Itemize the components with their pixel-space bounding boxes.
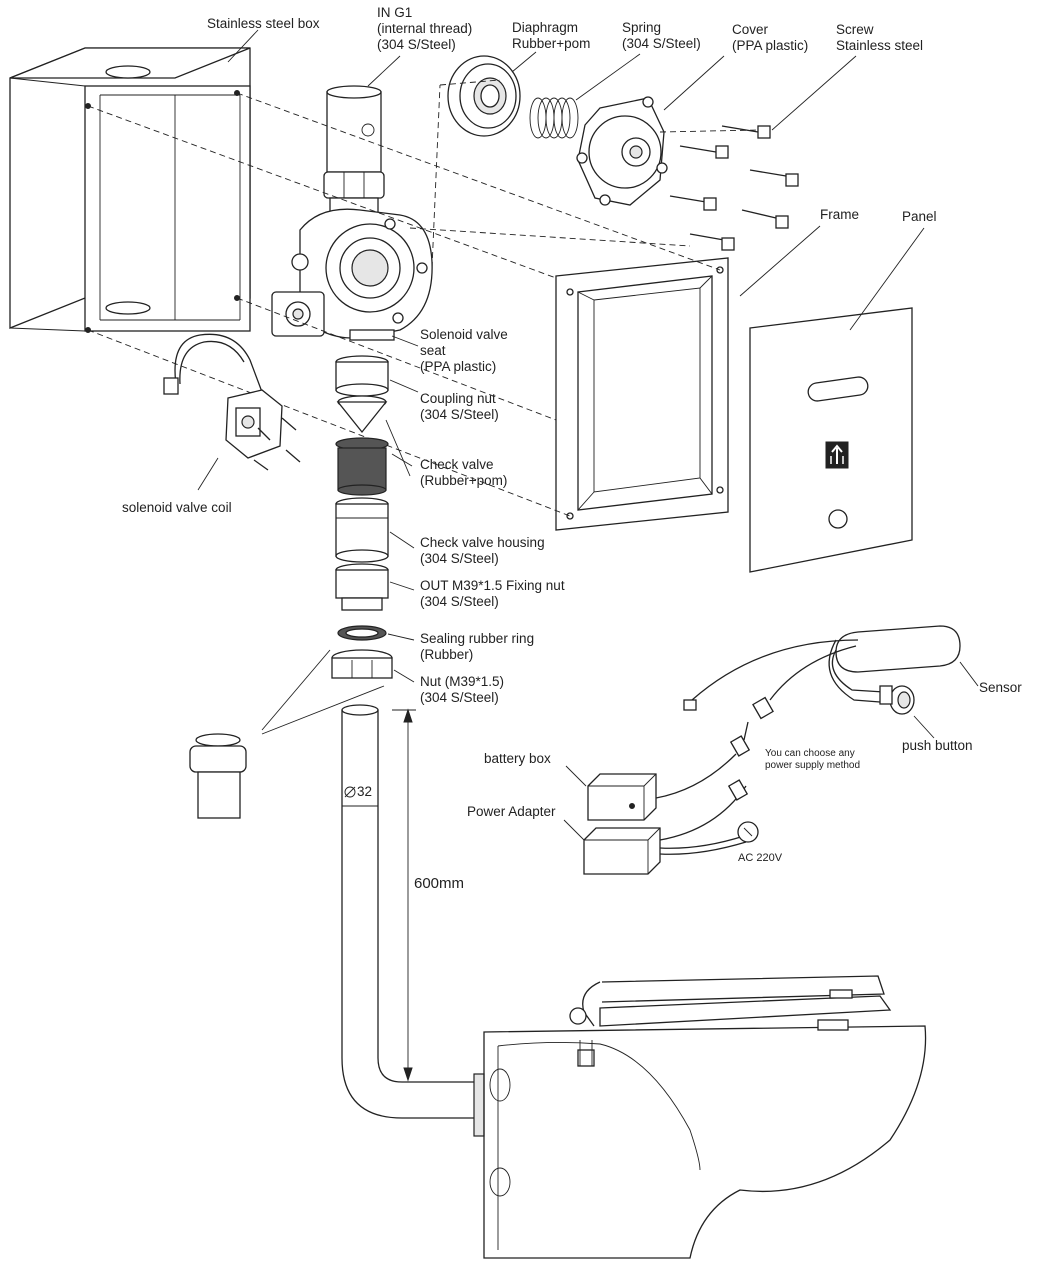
label-sealing-ring: Sealing rubber ring (Rubber) <box>420 631 534 663</box>
label-sealing-ring-line: Sealing rubber ring <box>420 631 535 646</box>
label-solenoid-seat: Solenoid valve seat (PPA plastic) <box>420 327 508 375</box>
label-screw-line: Stainless steel <box>836 38 924 53</box>
solenoid-coil <box>163 333 301 471</box>
frame <box>555 257 729 531</box>
label-inlet-line: IN G1 <box>377 5 413 20</box>
label-coupling-nut-line: Coupling nut <box>420 391 496 406</box>
label-power-note: You can choose any power supply method <box>765 748 860 772</box>
wiring <box>655 639 859 855</box>
label-screw: Screw Stainless steel <box>836 22 923 54</box>
label-frame: Frame <box>820 207 860 222</box>
label-solenoid-seat-line: Solenoid valve <box>420 327 508 342</box>
label-power-note-line: You can choose any <box>765 748 855 759</box>
fixing-nut <box>335 563 389 611</box>
label-battery-box: battery box <box>484 751 551 766</box>
label-spring-line: Spring <box>622 20 662 35</box>
label-diaphragm: Diaphragm Rubber+pom <box>512 20 590 52</box>
label-fixing-nut-line: OUT M39*1.5 Fixing nut <box>420 578 565 593</box>
check-valve-housing <box>335 497 389 563</box>
label-spring-line: (304 S/Steel) <box>622 36 701 51</box>
label-diaphragm-line: Rubber+pom <box>512 36 591 51</box>
label-pipe-diameter: 32 <box>357 784 373 799</box>
label-nut-line: (304 S/Steel) <box>420 690 499 705</box>
flush-pipe <box>341 704 476 1119</box>
label-sensor: Sensor <box>979 680 1022 695</box>
label-check-valve: Check valve (Rubber+pom) <box>420 457 507 489</box>
panel <box>749 307 913 573</box>
label-coupling-nut: Coupling nut (304 S/Steel) <box>420 391 499 423</box>
label-check-valve-line: Check valve <box>420 457 494 472</box>
sealing-ring <box>337 625 387 641</box>
label-check-housing-line: Check valve housing <box>420 535 545 550</box>
screws <box>669 125 799 251</box>
label-inlet-line: (304 S/Steel) <box>377 37 456 52</box>
label-pipe-length: 600mm <box>414 875 465 892</box>
label-cover-line: (PPA plastic) <box>732 38 809 53</box>
label-spring: Spring (304 S/Steel) <box>622 20 701 52</box>
label-sealing-ring-line: (Rubber) <box>420 647 474 662</box>
label-coupling-nut-line: (304 S/Steel) <box>420 407 499 422</box>
label-cover: Cover (PPA plastic) <box>732 22 808 54</box>
leader-lines <box>197 29 979 841</box>
label-diaphragm-line: Diaphragm <box>512 20 579 35</box>
label-check-valve-line: (Rubber+pom) <box>420 473 508 488</box>
label-nut-line: Nut (M39*1.5) <box>420 674 505 689</box>
solenoid-valve-seat <box>271 197 433 341</box>
label-solenoid-seat-line: (PPA plastic) <box>420 359 497 374</box>
label-fixing-nut-line: (304 S/Steel) <box>420 594 499 609</box>
label-solenoid-seat-line: seat <box>420 343 446 358</box>
diaphragm <box>447 55 521 137</box>
wall-hung-toilet <box>473 975 927 1259</box>
battery-box <box>587 773 657 821</box>
label-cover-line: Cover <box>732 22 769 37</box>
inlet-fitting <box>323 85 385 199</box>
assembly-lines <box>87 79 759 517</box>
nut <box>331 649 393 679</box>
label-power-adapter: Power Adapter <box>467 804 556 819</box>
flush-arrow-icon <box>830 444 844 464</box>
label-push-button: push button <box>902 738 973 753</box>
label-screw-line: Screw <box>836 22 874 37</box>
diameter-icon <box>344 786 356 798</box>
stainless-steel-box <box>9 47 251 333</box>
label-ac-220v: AC 220V <box>738 852 783 864</box>
label-stainless-steel-box: Stainless steel box <box>207 16 320 31</box>
coupling-nut <box>335 355 389 397</box>
label-inlet-line: (internal thread) <box>377 21 473 36</box>
spring <box>529 97 579 139</box>
power-adapter <box>583 827 661 875</box>
label-check-housing: Check valve housing (304 S/Steel) <box>420 535 545 567</box>
label-panel: Panel <box>902 209 937 224</box>
sensor <box>828 625 961 715</box>
label-inlet: IN G1 (internal thread) (304 S/Steel) <box>377 5 472 53</box>
label-fixing-nut: OUT M39*1.5 Fixing nut (304 S/Steel) <box>420 578 565 610</box>
label-solenoid-coil: solenoid valve coil <box>122 500 232 515</box>
label-check-housing-line: (304 S/Steel) <box>420 551 499 566</box>
label-nut: Nut (M39*1.5) (304 S/Steel) <box>420 674 504 706</box>
check-valve <box>335 395 389 496</box>
valve-cover <box>576 96 668 206</box>
nut-detail <box>189 649 385 819</box>
label-power-note-line: power supply method <box>765 760 861 771</box>
